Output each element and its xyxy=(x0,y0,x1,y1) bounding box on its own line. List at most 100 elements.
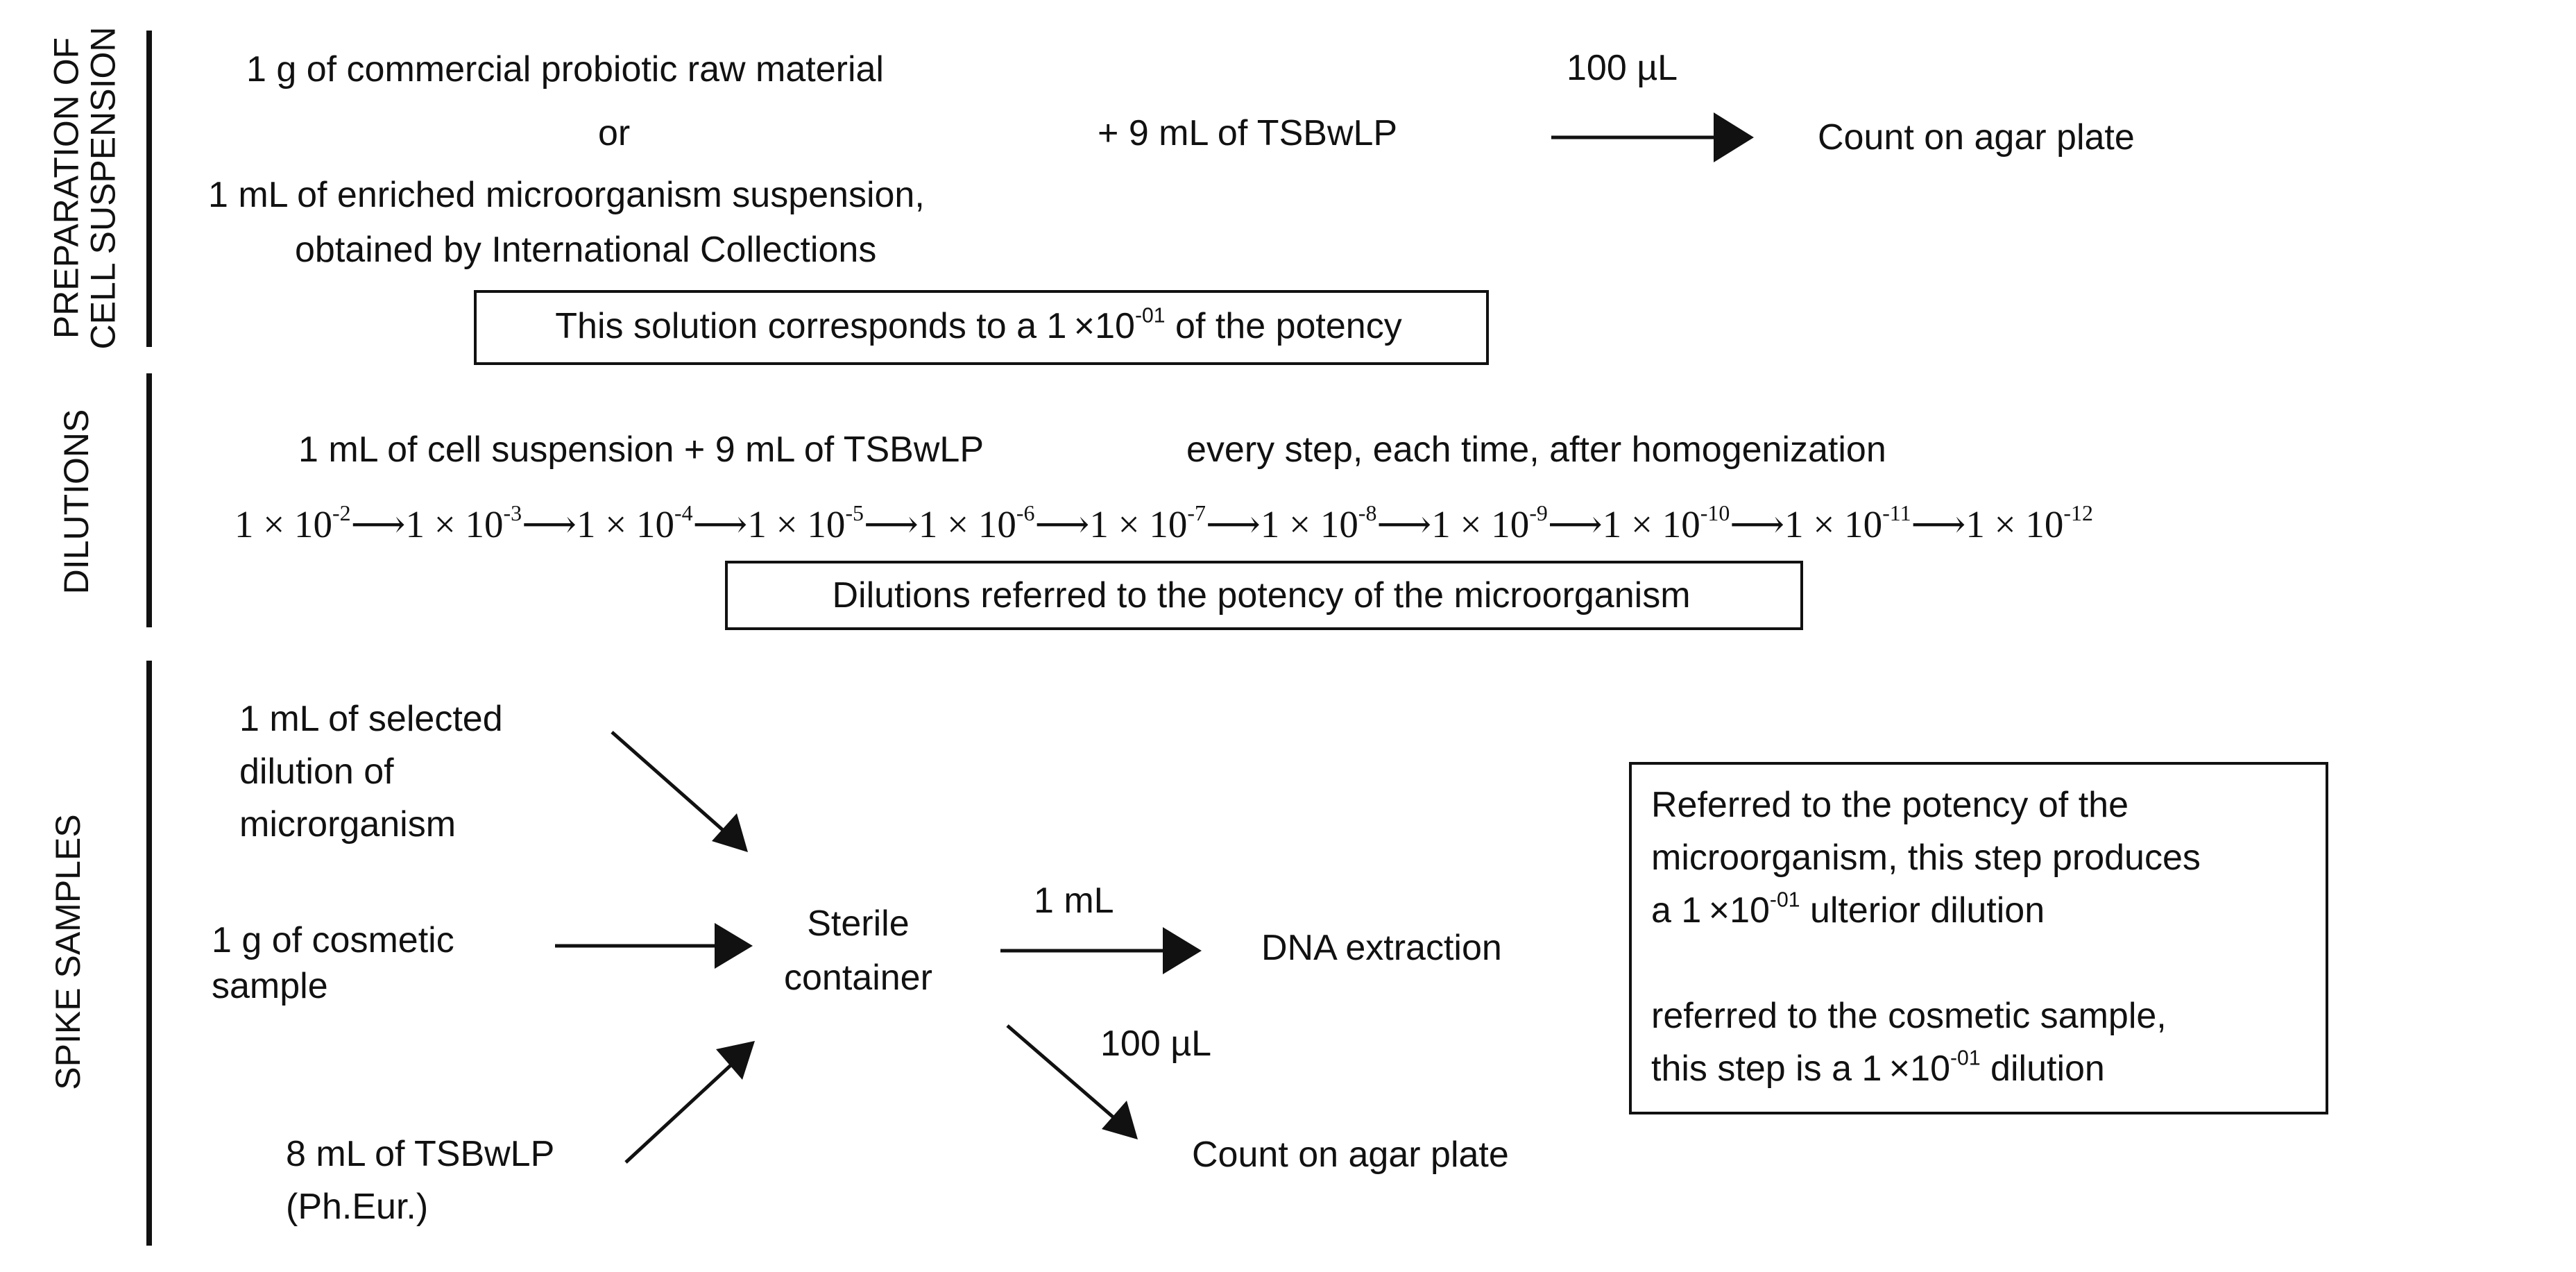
dilution-arrow-icon: ⟶ xyxy=(522,503,577,545)
selected-dilution-line3: microrganism xyxy=(239,804,457,845)
sterile-container-text: Sterile container xyxy=(784,897,932,1005)
dilution-term: 1 × 10-2 xyxy=(234,501,351,545)
sterile-container-line1: Sterile xyxy=(807,904,910,944)
cosmetic-sample-line2: sample xyxy=(212,966,328,1006)
spike-note-line5: this step is a 1 ×10-01 dilution xyxy=(1651,1042,2201,1095)
container-to-count-arrow xyxy=(1006,1024,1121,1124)
dilution-term-exponent: -9 xyxy=(1529,501,1548,526)
dilution-term: 1 × 10-9 xyxy=(1431,501,1548,545)
tsb-ph-eur-line1: 8 mL of TSBwLP xyxy=(286,1134,555,1174)
dilution-term: 1 × 10-10 xyxy=(1602,501,1730,545)
dilution-term: 1 × 10-6 xyxy=(918,501,1035,545)
dilution-term-base: 1 × 10 xyxy=(1260,503,1358,545)
dilution-term-exponent: -2 xyxy=(332,501,351,526)
plus-tsb-text: + 9 mL of TSBwLP xyxy=(1098,113,1398,153)
dilution-term-base: 1 × 10 xyxy=(918,503,1016,545)
dilution-arrow-icon: ⟶ xyxy=(1730,503,1785,545)
spike-note-line3-exponent: -01 xyxy=(1769,888,1800,912)
dilution-term-exponent: -12 xyxy=(2063,501,2093,526)
spike-note-line5-exponent: -01 xyxy=(1950,1046,1981,1070)
potency-note-text: This solution corresponds to a 1 ×10-01 … xyxy=(481,305,1476,346)
dilution-term-base: 1 × 10 xyxy=(576,503,674,545)
dilution-term-exponent: -6 xyxy=(1016,501,1035,526)
cosmetic-to-container-arrowhead xyxy=(715,923,753,969)
potency-note-after: of the potency xyxy=(1165,306,1402,346)
dilution-recipe-text: 1 mL of cell suspension + 9 mL of TSBwLP xyxy=(298,430,984,470)
section-label-preparation-line2: CELL SUSPENSION xyxy=(83,26,122,350)
dilution-term-base: 1 × 10 xyxy=(1965,503,2064,545)
enriched-suspension-text: 1 mL of enriched microorganism suspensio… xyxy=(208,175,925,215)
sterile-container-line2: container xyxy=(784,958,932,998)
dilution-term: 1 × 10-3 xyxy=(405,501,522,545)
spike-count-agar-plate-text: Count on agar plate xyxy=(1192,1135,1509,1175)
tsb-to-container-arrowhead xyxy=(716,1041,755,1080)
dilution-term-base: 1 × 10 xyxy=(1431,503,1530,545)
section-label-spike: SPIKE SAMPLES xyxy=(48,814,87,1090)
spike-note-line3-before: a 1 ×10 xyxy=(1651,890,1770,931)
dilution-term: 1 × 10-11 xyxy=(1784,501,1911,545)
tsb-ph-eur-line2: (Ph.Eur.) xyxy=(286,1187,429,1227)
spike-note-line1: Referred to the potency of the xyxy=(1651,785,2129,825)
dilution-term: 1 × 10-7 xyxy=(1089,501,1206,545)
spike-note-line2: microorganism, this step produces xyxy=(1651,838,2201,878)
dilution-series: 1 × 10-2⟶1 × 10-3⟶1 × 10-4⟶1 × 10-5⟶1 × … xyxy=(234,501,2093,545)
selected-dilution-line2: dilution of xyxy=(239,752,394,792)
dilution-term-exponent: -4 xyxy=(674,501,693,526)
dilution-term-exponent: -3 xyxy=(503,501,522,526)
tsb-to-container-arrow xyxy=(624,1058,738,1164)
dilution-term-base: 1 × 10 xyxy=(1784,503,1883,545)
preparation-arrowhead xyxy=(1714,112,1754,162)
dilutions-note-box xyxy=(725,561,1803,630)
international-collections-text: obtained by International Collections xyxy=(295,230,877,270)
tsb-ph-eur-text: 8 mL of TSBwLP (Ph.Eur.) xyxy=(286,1128,554,1233)
dilution-term-base: 1 × 10 xyxy=(405,503,504,545)
dilution-arrow-icon: ⟶ xyxy=(1547,503,1603,545)
dilution-arrow-icon: ⟶ xyxy=(1034,503,1090,545)
spike-note-box xyxy=(1629,762,2328,1114)
dilution-term: 1 × 10-12 xyxy=(1965,501,2093,545)
dilution-term-exponent: -5 xyxy=(845,501,864,526)
dilution-arrow-icon: ⟶ xyxy=(350,503,406,545)
dilution-term-base: 1 × 10 xyxy=(747,503,846,545)
spike-note-text: Referred to the potency of the microorga… xyxy=(1651,779,2201,1095)
dilution-term-exponent: -7 xyxy=(1187,501,1206,526)
section-label-dilutions: DILUTIONS xyxy=(56,409,96,595)
selected-dilution-line1: 1 mL of selected xyxy=(239,699,503,739)
dilution-term-exponent: -11 xyxy=(1882,501,1911,526)
volume-1ml-label: 1 mL xyxy=(1034,881,1114,921)
potency-note-exponent: -01 xyxy=(1134,304,1166,328)
count-agar-plate-text: Count on agar plate xyxy=(1818,117,2135,158)
container-to-count-arrowhead xyxy=(1102,1101,1138,1139)
spike-note-line5-after: dilution xyxy=(1980,1049,2105,1089)
section-label-preparation-line1: PREPARATION OF xyxy=(46,37,86,339)
spike-note-line5-before: this step is a 1 ×10 xyxy=(1651,1049,1951,1089)
potency-note-box xyxy=(474,290,1489,365)
cosmetic-sample-text: 1 g of cosmetic sample xyxy=(212,917,454,1009)
dilution-term: 1 × 10-8 xyxy=(1260,502,1377,545)
dilution-arrow-icon: ⟶ xyxy=(1376,503,1432,545)
dna-extraction-text: DNA extraction xyxy=(1261,928,1502,968)
dilution-term: 1 × 10-5 xyxy=(747,501,864,545)
selected-dilution-text: 1 mL of selected dilution of microrganis… xyxy=(239,693,503,851)
volume-100ul-spike-label: 100 µL xyxy=(1100,1024,1212,1064)
container-to-dna-arrowhead xyxy=(1163,927,1202,974)
spike-note-line3-after: ulterior dilution xyxy=(1800,890,2045,931)
dilution-arrow-icon: ⟶ xyxy=(1205,503,1261,545)
spike-note-gap xyxy=(1651,937,2201,990)
every-step-text: every step, each time, after homogenizat… xyxy=(1186,430,1886,470)
dilution-arrow-icon: ⟶ xyxy=(864,503,919,545)
potency-note-before: This solution corresponds to a 1 ×10 xyxy=(555,306,1135,346)
dilution-term-base: 1 × 10 xyxy=(234,503,333,545)
dilution-arrow-icon: ⟶ xyxy=(1911,503,1966,545)
spike-note-line4: referred to the cosmetic sample, xyxy=(1651,996,2167,1036)
or-text: or xyxy=(598,113,631,153)
dilutions-note-text: Dilutions referred to the potency of the… xyxy=(832,575,1691,616)
cosmetic-sample-line1: 1 g of cosmetic xyxy=(212,920,454,960)
volume-100ul-label: 100 µL xyxy=(1567,48,1678,88)
dilution-term: 1 × 10-4 xyxy=(576,501,693,545)
dilution-term-base: 1 × 10 xyxy=(1089,503,1188,545)
dilution-term-exponent: -10 xyxy=(1700,501,1730,526)
dilution-term-base: 1 × 10 xyxy=(1602,503,1700,545)
